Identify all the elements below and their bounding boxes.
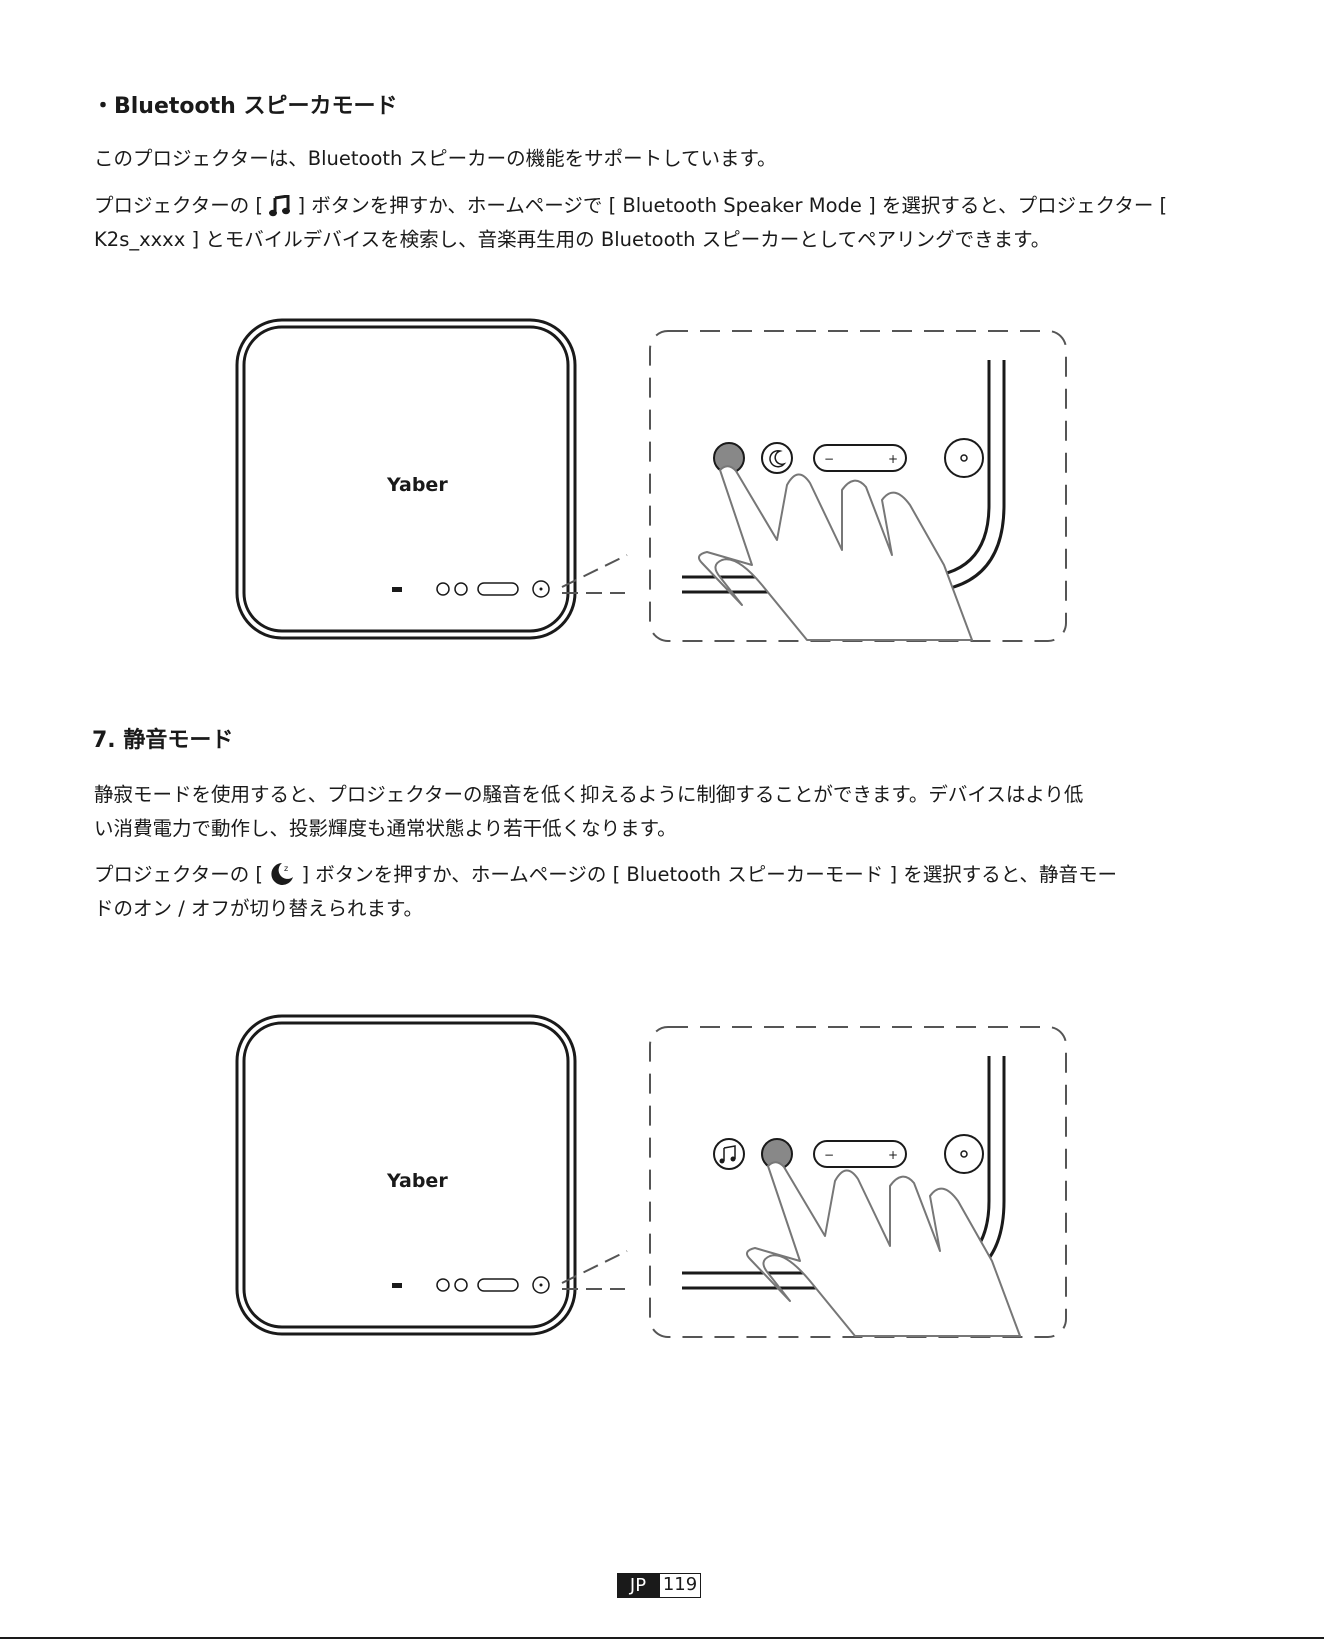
quiet-mode-intro-line2: い消費電力で動作し、投影輝度も通常状態より若干低くなります。 — [94, 817, 677, 840]
figure-quiet-mode-button: Yaber − + — [232, 1011, 1092, 1346]
text-fragment: ] ボタンを押すか、ホームページで [ Bluetooth Speaker Mo… — [297, 194, 1168, 217]
svg-text:z: z — [284, 864, 288, 873]
section-title-bluetooth: ・Bluetooth スピーカモード — [92, 94, 398, 119]
text-fragment: プロジェクターの [ — [94, 863, 264, 886]
quiet-mode-instructions-line2: ドのオン / オフが切り替えられます。 — [94, 897, 424, 920]
yaber-logo: Yaber — [386, 474, 448, 496]
bluetooth-intro: このプロジェクターは、Bluetooth スピーカーの機能をサポートしています。 — [94, 147, 777, 170]
plus-label: + — [888, 452, 898, 466]
minus-label: − — [824, 452, 834, 466]
plus-label: + — [888, 1148, 898, 1162]
bottom-rule — [0, 1637, 1324, 1639]
section-title-quiet-mode: 7. 静音モード — [92, 728, 234, 753]
quiet-mode-intro-line1: 静寂モードを使用すると、プロジェクターの騒音を低く抑えるように制御することができ… — [94, 783, 1084, 806]
text-fragment: ] ボタンを押すか、ホームページの [ Bluetooth スピーカーモード ]… — [301, 863, 1117, 886]
yaber-logo: Yaber — [386, 1170, 448, 1192]
page-footer: JP 119 — [617, 1573, 701, 1598]
sleep-moon-icon: z — [269, 860, 295, 886]
bluetooth-instructions-line1: プロジェクターの [ ] ボタンを押すか、ホームページで [ Bluetooth… — [94, 189, 1244, 223]
language-badge: JP — [617, 1573, 659, 1598]
page-number: 119 — [659, 1573, 701, 1598]
figure-bluetooth-button: Yaber − + — [232, 315, 1092, 650]
bluetooth-instructions-line2: K2s_xxxx ] とモバイルデバイスを検索し、音楽再生用の Bluetoot… — [94, 228, 1051, 251]
music-note-icon — [269, 195, 291, 217]
minus-label: − — [824, 1148, 834, 1162]
text-fragment: プロジェクターの [ — [94, 194, 264, 217]
quiet-mode-instructions-line1: プロジェクターの [ z ] ボタンを押すか、ホームページの [ Bluetoo… — [94, 858, 1244, 892]
